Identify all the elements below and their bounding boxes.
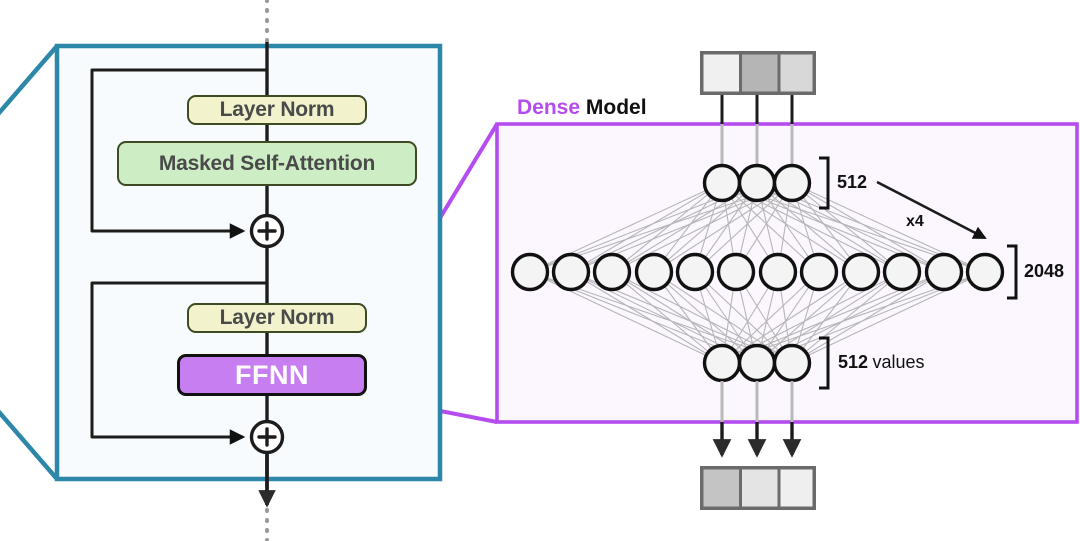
annotation-hidden-size-value: 2048 (1024, 261, 1065, 281)
bracket-input-512 (819, 156, 830, 210)
annotation-input-size-value: 512 (837, 172, 868, 192)
dense-model-title: Dense Model (517, 96, 647, 120)
residual-connection-2 (90, 281, 267, 445)
output-wires (712, 381, 802, 458)
input-layer-nodes (702, 163, 812, 203)
block-layer-norm-1[interactable]: Layer Norm (187, 95, 367, 125)
input-wires (720, 95, 794, 165)
annotation-output-size-suffix: values (872, 352, 925, 372)
bracket-hidden-2048 (1007, 244, 1018, 300)
annotation-output-size: 512 values (838, 352, 925, 373)
block-masked-self-attention[interactable]: Masked Self-Attention (117, 141, 417, 186)
add-node-1 (249, 213, 285, 249)
block-ffnn[interactable]: FFNN (177, 354, 367, 396)
add-node-2 (249, 419, 285, 455)
zoom-link-left (0, 44, 59, 481)
annotation-input-size: 512 (837, 172, 867, 193)
input-token-vector (700, 51, 816, 95)
residual-connection-1 (90, 68, 267, 239)
dense-model-title-plain: Model (585, 96, 647, 119)
hidden-layer-nodes (510, 252, 1005, 292)
dense-model-title-accent: Dense (517, 96, 581, 119)
block-layer-norm-2[interactable]: Layer Norm (187, 303, 367, 333)
expansion-arrow (876, 180, 987, 240)
output-layer-nodes (702, 343, 812, 383)
bracket-output-512 (819, 336, 830, 390)
annotation-output-size-value: 512 (838, 352, 869, 372)
annotation-hidden-size: 2048 (1024, 261, 1064, 282)
annotation-expansion-factor: x4 (906, 213, 924, 230)
output-token-vector (700, 466, 816, 510)
